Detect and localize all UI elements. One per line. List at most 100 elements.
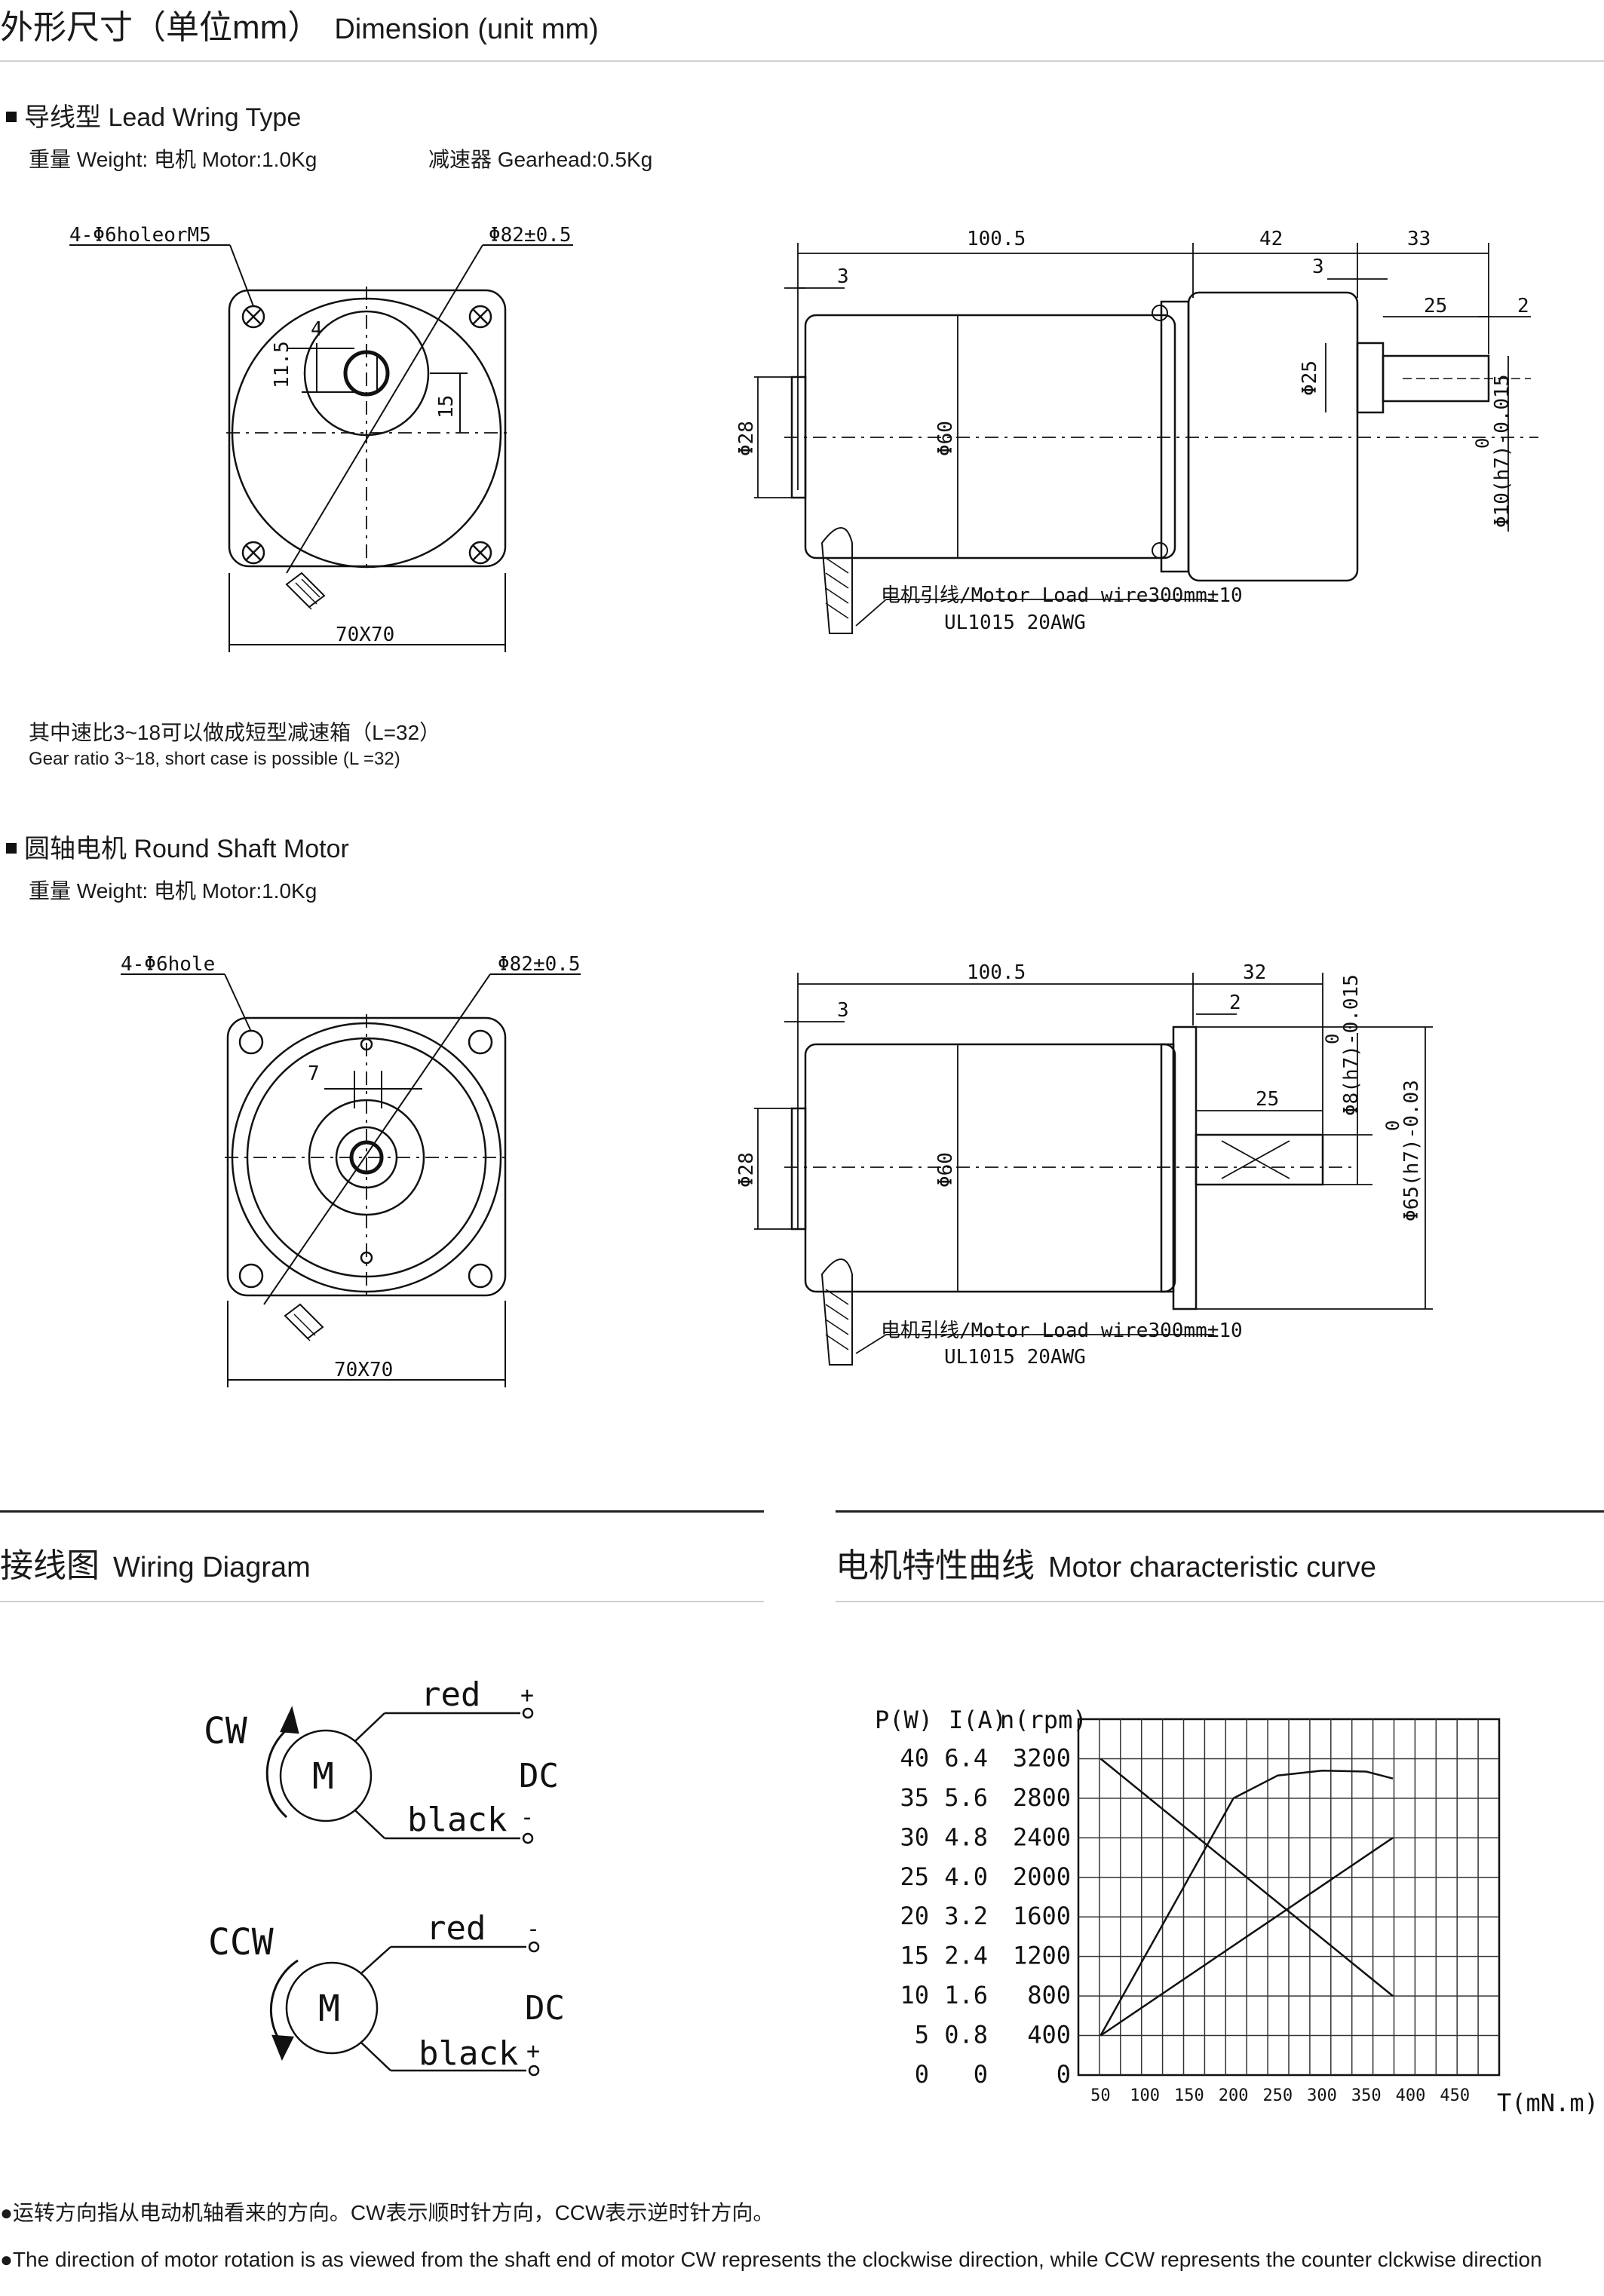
lead-side-phi10-top: 0 [1472, 438, 1493, 449]
lead-side-wire-icon [820, 527, 853, 634]
wiring-top-rule [0, 1510, 764, 1513]
lead-side-d3a: 3 [837, 265, 849, 288]
round-side-ul: UL1015 20AWG [944, 1346, 1086, 1369]
cw-motor-circle [279, 1729, 373, 1822]
page-title-en: Dimension (unit mm) [334, 14, 599, 45]
round-section-title: 圆轴电机 Round Shaft Motor [6, 828, 349, 865]
x-tick: 50 [1090, 2086, 1111, 2105]
chart-grid [1077, 1718, 1501, 2077]
y-tick-n: 2800 [1013, 1783, 1071, 1812]
mounting-hole-icon [241, 305, 492, 565]
y-tick-i: 4.8 [944, 1822, 988, 1851]
round-side-phi28: Φ28 [735, 1152, 758, 1188]
y-tick-n: 800 [1027, 1981, 1071, 2009]
y-tick-i: 3.2 [944, 1902, 988, 1930]
round-weight: 重量 Weight: 电机 Motor:1.0Kg [29, 879, 317, 903]
y-tick-n: 1600 [1013, 1902, 1071, 1930]
lead-side-wire: 电机引线/Motor Load wire300mm±10 [881, 584, 1243, 607]
cw-plus-label: + [520, 1682, 534, 1709]
series-line-1 [1099, 1837, 1394, 2037]
y-tick-p: 0 [915, 2060, 929, 2089]
y-tick-i: 4.0 [944, 1862, 988, 1891]
round-side-phi8-top: 0 [1322, 1034, 1343, 1044]
chart-series [1099, 1758, 1394, 2037]
y-tick-i: 1.6 [944, 1981, 988, 2009]
y-tick-i: 5.6 [944, 1783, 988, 1812]
ccw-minus-label: - [526, 1916, 540, 1942]
x-tick: 400 [1396, 2086, 1426, 2105]
lead-gearhead-weight: 减速器 Gearhead:0.5Kg [428, 148, 653, 171]
footnote-cn: ●运转方向指从电动机轴看来的方向。CW表示顺时针方向，CCW表示逆时针方向。 [0, 2201, 774, 2224]
series-line-0 [1099, 1758, 1394, 1997]
x-tick: 100 [1130, 2086, 1160, 2105]
lead-side-phi25: Φ25 [1299, 360, 1321, 396]
square-bullet-icon [6, 112, 17, 123]
lead-side-phi10: Φ10(h7)-0.015 [1491, 375, 1514, 529]
lead-side-gearhead [1187, 291, 1359, 582]
lead-front-dia-label: Φ82±0.5 [489, 224, 572, 247]
x-tick: 350 [1351, 2086, 1382, 2105]
round-side-phi8: Φ8(h7)-0.015 [1340, 974, 1363, 1116]
round-side-phi60: Φ60 [934, 1152, 957, 1188]
y-tick-p: 35 [900, 1783, 929, 1812]
cw-red-label: red [421, 1675, 480, 1714]
round-side-phi65: Φ65(h7)-0.03 [1400, 1080, 1423, 1222]
ccw-arrow-icon [269, 1959, 299, 2043]
page-title: 外形尺寸（单位mm）Dimension (unit mm) [0, 0, 599, 48]
x-tick: 450 [1440, 2086, 1470, 2105]
lead-note-cn: 其中速比3~18可以做成短型减速箱（L=32） [29, 721, 441, 744]
square-bullet-icon [6, 843, 17, 854]
y-tick-i: 6.4 [944, 1743, 988, 1772]
x-tick: 300 [1307, 2086, 1337, 2105]
round-side-d1005: 100.5 [967, 961, 1026, 984]
wiring-divider [0, 1601, 764, 1602]
ccw-black-label: black [419, 2034, 518, 2073]
lead-front-d15-label: 15 [435, 395, 458, 418]
y-tick-n: 400 [1027, 2021, 1071, 2049]
x-tick: 150 [1174, 2086, 1204, 2105]
y-header-i: I(A) [949, 1706, 1007, 1734]
lead-section-title: 导线型 Lead Wring Type [6, 97, 301, 133]
ccw-motor-circle [285, 1961, 379, 2055]
lead-side-phi60: Φ60 [934, 421, 957, 456]
lead-side-d33: 33 [1407, 228, 1431, 250]
lead-wire-icon [285, 572, 326, 610]
curve-divider [836, 1601, 1604, 1602]
y-tick-p: 40 [900, 1743, 929, 1772]
lead-weight: 重量 Weight: 电机 Motor:1.0Kg [29, 148, 317, 171]
round-side-d2: 2 [1229, 992, 1241, 1014]
round-side-wire-icon [820, 1258, 853, 1366]
cw-arrow-icon [265, 1725, 291, 1819]
x-tick: 250 [1262, 2086, 1293, 2105]
y-tick-n: 2400 [1013, 1822, 1071, 1851]
lead-side-d42: 42 [1259, 228, 1283, 250]
y-tick-i: 0 [974, 2060, 988, 2089]
round-side-wire: 电机引线/Motor Load wire300mm±10 [881, 1320, 1243, 1342]
cw-minus-label: - [520, 1804, 534, 1831]
y-tick-p: 30 [900, 1822, 929, 1851]
round-wire-icon [284, 1303, 324, 1341]
y-header-n: n(rpm) [1000, 1706, 1087, 1734]
round-side-d25: 25 [1256, 1088, 1279, 1111]
ccw-m-label: M [318, 1988, 340, 2030]
lead-side-screw-icon [1152, 305, 1168, 559]
y-tick-i: 0.8 [944, 2021, 988, 2049]
lead-front-d4-label: 4 [311, 318, 323, 341]
cw-black-label: black [407, 1801, 507, 1839]
round-side-output-shaft [1195, 1133, 1324, 1186]
round-front-size-label: 70X70 [334, 1359, 393, 1381]
lead-note-en: Gear ratio 3~18, short case is possible … [29, 749, 400, 769]
footnote-en: ●The direction of motor rotation is as v… [0, 2248, 1542, 2271]
ccw-red-label: red [426, 1909, 486, 1948]
